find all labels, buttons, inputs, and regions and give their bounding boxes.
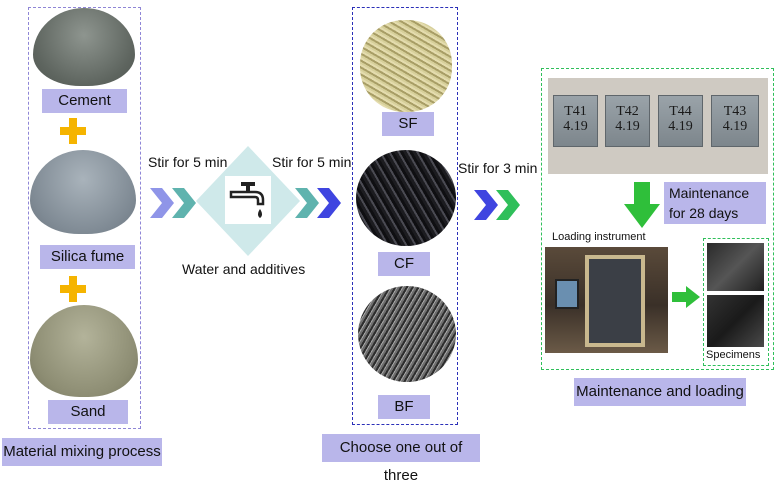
specimens-label: Specimens (706, 349, 761, 361)
bf-fiber-image (358, 286, 456, 382)
specimen-cube: T42 4.19 (605, 95, 650, 147)
maintenance-and-loading-label: Maintenance and loading (574, 378, 746, 406)
water-and-additives-label: Water and additives (182, 261, 306, 277)
specimen-photo-top (707, 243, 764, 291)
specimens-box (703, 238, 769, 366)
instrument-screen (555, 279, 579, 309)
sand-label: Sand (48, 400, 128, 424)
maintenance-line-2: for 28 days (669, 205, 739, 221)
maintenance-28-days-label: Maintenance for 28 days (664, 182, 766, 224)
specimen-cube: T44 4.19 (658, 95, 703, 147)
chevron-arrow-icon (295, 188, 341, 218)
choose-one-label: Choose one out of three (322, 434, 480, 484)
silica-fume-label: Silica fume (40, 245, 135, 269)
cf-fiber-image (356, 150, 456, 246)
cement-label: Cement (42, 89, 127, 113)
fiber-choice-box (352, 7, 458, 425)
faucet-icon (225, 176, 271, 224)
material-mixing-process-label: Material mixing process (2, 438, 162, 466)
maintenance-line-1: Maintenance (669, 185, 750, 201)
loading-instrument-photo (545, 247, 668, 353)
silica-fume-image (30, 150, 136, 234)
instrument-frame (585, 255, 645, 347)
specimen-cube: T41 4.19 (553, 95, 598, 147)
specimen-cube: T43 4.19 (711, 95, 759, 147)
stir-step-2: Stir for 5 min (272, 154, 352, 170)
stir-step-3: Stir for 3 min (458, 160, 538, 176)
maintenance-loading-box (541, 68, 774, 370)
chevron-arrow-icon (474, 190, 520, 220)
specimen-photo-bottom (707, 295, 764, 347)
right-arrow-icon (672, 286, 700, 308)
sf-fiber-image (360, 20, 452, 112)
stir-step-1: Stir for 5 min (148, 154, 228, 170)
sf-label: SF (382, 112, 434, 136)
plus-icon (60, 118, 86, 144)
sand-image (30, 305, 138, 397)
bf-label: BF (378, 395, 430, 419)
material-mixing-box (28, 7, 141, 429)
cf-label: CF (378, 252, 430, 276)
chevron-arrow-icon (150, 188, 196, 218)
loading-instrument-label: Loading instrument (552, 231, 646, 243)
plus-icon (60, 276, 86, 302)
down-arrow-icon (624, 182, 660, 228)
cement-image (33, 8, 135, 86)
